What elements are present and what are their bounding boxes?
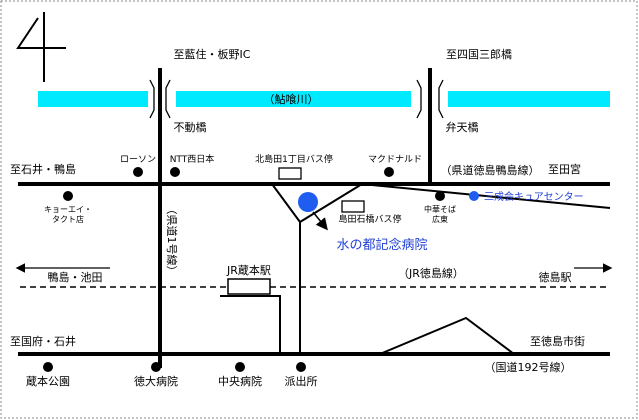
kyoei-dot-icon bbox=[63, 191, 73, 201]
hospital-marker-icon bbox=[298, 192, 318, 212]
label-bus-stop-2: 島田石橋バス停 bbox=[338, 213, 401, 225]
label-kyoei-line2: タクト店 bbox=[52, 214, 84, 224]
label-chuo-hospital: 中央病院 bbox=[218, 374, 262, 388]
dest-bottom-right: 至徳島市街 bbox=[530, 334, 585, 348]
chuo-hospital-dot-icon bbox=[235, 362, 245, 372]
hospital-label: 水の都記念病院 bbox=[336, 237, 427, 253]
ntt-dot-icon bbox=[170, 167, 180, 177]
dest-top-right: 至四国三郎橋 bbox=[446, 47, 512, 61]
bridge-left-label: 不動橋 bbox=[174, 120, 207, 134]
label-chuka-line1: 中華そば bbox=[424, 204, 456, 214]
river-label: （鮎喰川） bbox=[264, 92, 319, 106]
label-chuka-line2: 広東 bbox=[432, 214, 448, 224]
bus-stop-1-icon bbox=[278, 167, 302, 180]
road-label-prefectural-horizontal: （県道徳島鴨島線） bbox=[441, 163, 540, 177]
label-tokudai-hospital: 徳大病院 bbox=[134, 374, 178, 388]
road-prefectural-branch bbox=[361, 183, 611, 209]
roads bbox=[18, 68, 610, 368]
bus-stop-2-icon bbox=[341, 200, 365, 213]
north-arrow-icon bbox=[16, 12, 66, 82]
road-east-branch bbox=[379, 316, 515, 355]
side-roads bbox=[220, 183, 611, 355]
label-kuramoto-park: 蔵本公園 bbox=[26, 374, 70, 388]
station-label: JR蔵本駅 bbox=[226, 263, 271, 277]
bridge-left-icon bbox=[149, 79, 171, 119]
kuramoto-park-dot-icon bbox=[43, 362, 53, 372]
label-lawson: ローソン bbox=[120, 155, 156, 165]
dest-top-left: 至藍住・板野IC bbox=[174, 47, 251, 61]
road-station-access bbox=[220, 295, 281, 354]
rail-line-label: （JR徳島線） bbox=[398, 266, 464, 280]
landmark-dots bbox=[43, 167, 445, 372]
station-icon bbox=[227, 278, 271, 295]
hospital-pointer-icon bbox=[312, 211, 328, 231]
police-box-dot-icon bbox=[296, 362, 306, 372]
label-police-box: 派出所 bbox=[285, 374, 318, 388]
river-segment-right bbox=[448, 91, 610, 107]
rail-right-direction: 徳島駅 bbox=[539, 270, 572, 284]
clinic-label: 三成会キュアセンター bbox=[484, 190, 584, 203]
bridge-right-label: 弁天橋 bbox=[446, 120, 479, 134]
lawson-dot-icon bbox=[133, 167, 143, 177]
river bbox=[38, 91, 610, 107]
dest-left-main: 至石井・鴨島 bbox=[10, 162, 76, 176]
label-bus-stop-1: 北島田1丁目バス停 bbox=[255, 153, 333, 165]
road-label-prefectural-1: （県道1号線） bbox=[165, 204, 179, 277]
road-label-national-192: （国道192号線） bbox=[485, 360, 572, 374]
river-segment-left bbox=[38, 91, 148, 107]
dest-right-main: 至田宮 bbox=[548, 162, 581, 176]
clinic-marker-icon bbox=[469, 191, 479, 201]
label-mcdonalds: マクドナルド bbox=[368, 154, 422, 165]
tokudai-hospital-dot-icon bbox=[151, 362, 161, 372]
mcdonalds-dot-icon bbox=[384, 167, 394, 177]
river-segment-center bbox=[176, 91, 411, 107]
chuka-dot-icon bbox=[435, 191, 445, 201]
dest-bottom-left: 至国府・石井 bbox=[10, 334, 76, 348]
rail-left-direction: 鴨島・池田 bbox=[48, 270, 103, 284]
label-kyoei-line1: キョーエイ・ bbox=[44, 205, 92, 214]
bridge-right-icon bbox=[416, 79, 444, 119]
label-ntt: NTT西日本 bbox=[170, 153, 215, 165]
